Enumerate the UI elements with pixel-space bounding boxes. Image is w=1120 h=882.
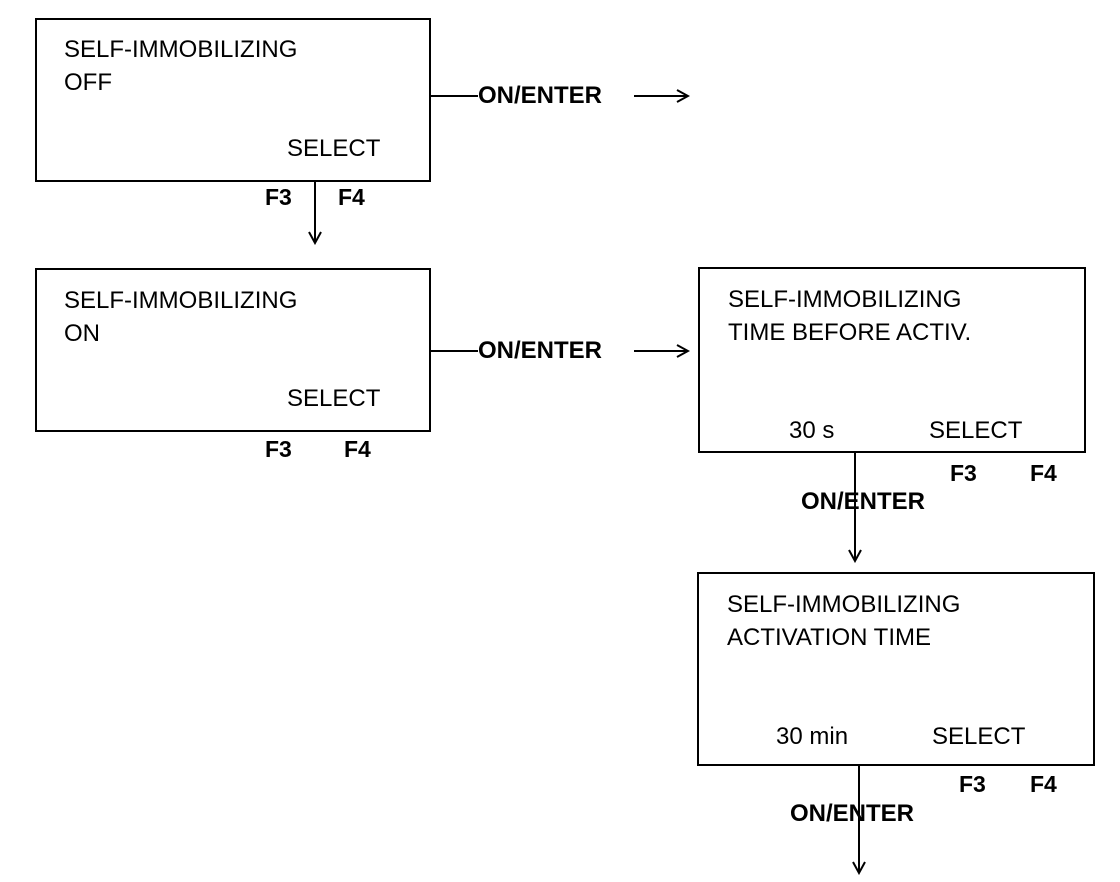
- select-softkey-label: SELECT: [287, 385, 381, 412]
- value-readout: 30 s: [789, 417, 835, 444]
- on-enter-label-3: ON/ENTER: [801, 488, 926, 515]
- on-enter-label-2: ON/ENTER: [478, 337, 603, 364]
- f3-key[interactable]: F3: [959, 771, 986, 797]
- screen-parameter: TIME BEFORE ACTIV.: [728, 319, 972, 346]
- screen-activation-time: SELF-IMMOBILIZING ACTIVATION TIME 30 min…: [697, 572, 1095, 766]
- f4-key[interactable]: F4: [338, 184, 365, 210]
- screen-title: SELF-IMMOBILIZING: [728, 286, 962, 313]
- f4-key[interactable]: F4: [344, 436, 371, 462]
- f4-key[interactable]: F4: [1030, 771, 1057, 797]
- f3-key[interactable]: F3: [265, 436, 292, 462]
- screen-state: OFF: [64, 69, 112, 96]
- screen-parameter: ACTIVATION TIME: [727, 624, 932, 651]
- value-readout: 30 min: [776, 723, 849, 750]
- select-softkey-label: SELECT: [929, 417, 1023, 444]
- screen-self-immobilizing-on: SELF-IMMOBILIZING ON SELECT: [35, 268, 431, 432]
- screen-title: SELF-IMMOBILIZING: [64, 36, 298, 63]
- screen-title: SELF-IMMOBILIZING: [727, 591, 961, 618]
- on-enter-label-4: ON/ENTER: [790, 800, 915, 827]
- select-softkey-label: SELECT: [287, 135, 381, 162]
- f4-key[interactable]: F4: [1030, 460, 1057, 486]
- screen-title: SELF-IMMOBILIZING: [64, 287, 298, 314]
- on-enter-label-1: ON/ENTER: [478, 82, 603, 109]
- f3-key[interactable]: F3: [265, 184, 292, 210]
- screen-self-immobilizing-off: SELF-IMMOBILIZING OFF SELECT: [35, 18, 431, 182]
- f3-key[interactable]: F3: [950, 460, 977, 486]
- select-softkey-label: SELECT: [932, 723, 1026, 750]
- screen-time-before-activation: SELF-IMMOBILIZING TIME BEFORE ACTIV. 30 …: [698, 267, 1086, 453]
- screen-state: ON: [64, 320, 100, 347]
